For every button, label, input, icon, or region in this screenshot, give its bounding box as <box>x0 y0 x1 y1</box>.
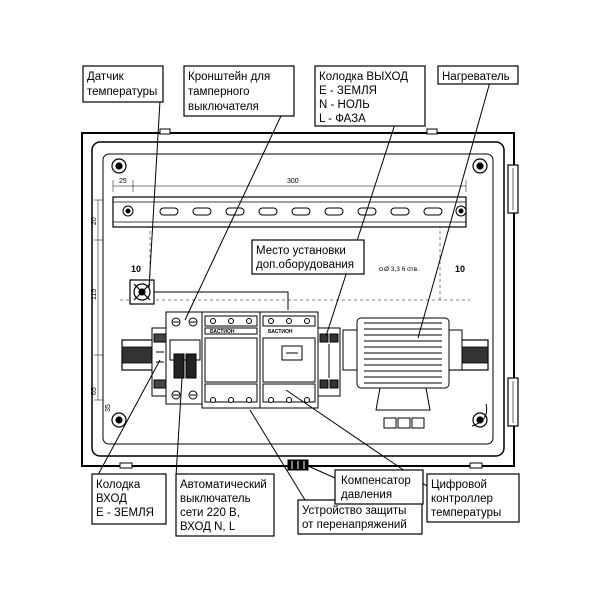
callout-box-heater <box>437 65 519 85</box>
dimensions <box>94 180 467 401</box>
surge-protector-brand: БАСТИОН <box>210 329 235 335</box>
callout-line: L - ФАЗА <box>319 113 366 125</box>
callout-line: E - ЗЕМЛЯ <box>319 85 377 97</box>
callout-line: выключателя <box>188 101 259 113</box>
dim-left-top: 20 <box>91 217 98 225</box>
callout-box-circuit-breaker <box>175 473 275 537</box>
callout-line: Место установки <box>256 245 346 257</box>
callout-output-block: Колодка ВЫХОД E - ЗЕМЛЯ N - НОЛЬ L - ФАЗ… <box>319 71 408 125</box>
marker-right: 10 <box>455 264 465 274</box>
callout-extra-equipment: Место установки доп.оборудования <box>256 245 354 271</box>
callout-line: Компенсатор <box>341 475 411 487</box>
callout-box-pressure-compensator <box>334 469 424 505</box>
callout-line: Нагреватель <box>442 71 510 83</box>
callout-box-input-block <box>91 473 167 525</box>
temperature-controller <box>259 311 319 409</box>
callout-heater: Нагреватель <box>442 71 510 83</box>
controller-brand: БАСТИОН <box>268 329 293 335</box>
callout-input-block: Колодка ВХОД E - ЗЕМЛЯ <box>96 479 154 519</box>
callout-boxes <box>82 65 520 537</box>
callout-line: контроллер <box>431 493 493 505</box>
input-terminal-block <box>151 327 169 397</box>
temperature-sensor <box>129 279 155 305</box>
din-rail-top <box>112 196 467 228</box>
callout-line: выключатель <box>180 493 251 505</box>
callout-line: Колодка <box>96 479 141 491</box>
callout-line: доп.оборудования <box>256 259 354 271</box>
dim-left-bottom-small: 35 <box>105 404 112 412</box>
callout-box-temp-sensor <box>82 65 164 103</box>
output-terminal-block <box>317 327 341 397</box>
callout-box-extra-equipment <box>251 239 365 275</box>
callout-box-tamper-bracket <box>183 65 295 117</box>
callout-surge-protector: Устройство защиты от перенапряжений <box>302 505 407 531</box>
callout-circuit-breaker: Автоматический выключатель сети 220 В, В… <box>180 479 267 533</box>
pressure-compensator <box>287 459 309 471</box>
callout-line: от перенапряжений <box>302 519 407 531</box>
dim-top-offset: 25 <box>119 178 127 185</box>
sensor-cable <box>154 291 289 310</box>
callout-line: Цифровой <box>431 479 487 491</box>
callout-box-output-block <box>314 65 426 127</box>
callout-line: Датчик <box>87 71 125 83</box>
callout-line: Кронштейн для <box>188 71 270 83</box>
callout-line: ВХОД N, L <box>180 521 236 533</box>
callout-tamper-bracket: Кронштейн для тамперного выключателя <box>188 71 270 113</box>
callout-pressure-compensator: Компенсатор давления <box>341 475 411 501</box>
callout-temp-sensor: Датчик температуры <box>87 71 157 98</box>
circuit-breaker <box>165 311 205 405</box>
callout-line: N - НОЛЬ <box>319 99 370 111</box>
hole-note: Ø 3,3 6 отв. <box>384 266 419 273</box>
callout-box-controller <box>426 473 520 523</box>
callout-line: ВХОД <box>96 493 127 505</box>
corner-screws <box>111 158 488 428</box>
marker-left: 10 <box>131 264 141 274</box>
dim-rail-length: 300 <box>287 178 299 185</box>
heater-cable <box>471 403 488 427</box>
mounting-plate <box>102 153 494 445</box>
callout-line: Устройство защиты <box>302 505 406 517</box>
dim-left-mid: 115 <box>91 289 98 300</box>
rail-screws <box>122 205 467 217</box>
callout-line: Автоматический <box>180 479 267 491</box>
heater-base <box>375 387 431 411</box>
callout-line: температуры <box>87 86 157 98</box>
surge-protector <box>201 311 261 409</box>
callout-line: E - ЗЕМЛЯ <box>96 507 154 519</box>
dim-left-bottom: 65 <box>91 387 98 395</box>
heater <box>342 317 463 429</box>
callout-controller: Цифровой контроллер температуры <box>431 479 501 519</box>
callout-line: давления <box>341 489 392 501</box>
callout-line: тамперного <box>188 86 250 98</box>
callout-line: температуры <box>431 507 501 519</box>
callout-line: сети 220 В, <box>180 507 240 519</box>
callout-line: Колодка ВЫХОД <box>319 71 408 83</box>
enclosure-inner-frame <box>91 141 505 457</box>
